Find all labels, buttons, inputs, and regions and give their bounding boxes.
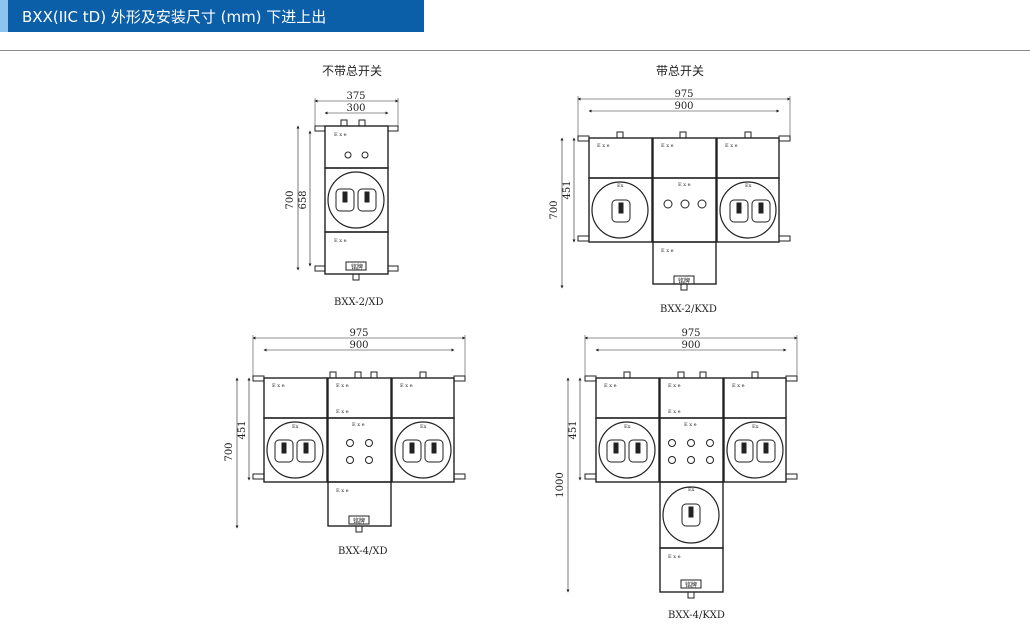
d4-height-inner: 451 [568, 420, 579, 439]
d1-nameplate: 铭牌 [351, 263, 363, 271]
d2-width-inner: 900 [674, 101, 693, 112]
d4-ex-round-switch: Ex [688, 487, 695, 493]
d2-ex-bottom: E x e [661, 248, 674, 254]
d1-ex-top: E x e [334, 132, 347, 138]
d4-ex-top-left: E x e [604, 383, 617, 389]
d2-ex-top-right: E x e [725, 143, 738, 149]
drawing-bxx-4-kxd [566, 335, 798, 599]
d3-ex-round-left: Ex [292, 424, 299, 430]
model-bxx-4-kxd: BXX-4/KXD [668, 610, 725, 621]
d2-ex-round-right: Ex [745, 183, 752, 189]
d4-ex-center: E x e [684, 422, 697, 428]
d1-height-outer: 700 [285, 190, 296, 209]
d4-ex-round-left: Ex [624, 424, 631, 430]
d2-height-outer: 700 [549, 200, 560, 219]
d2-nameplate: 铭牌 [678, 277, 690, 285]
caption-with-switch: 带总开关 [656, 64, 705, 78]
model-bxx-4-xd: BXX-4/XD [338, 546, 388, 557]
caption-without-switch: 不带总开关 [322, 64, 383, 78]
d4-width-inner: 900 [681, 340, 700, 351]
d4-ex-top-right: E x e [732, 383, 745, 389]
d3-ex-center: E x e [352, 422, 365, 428]
d2-height-inner: 451 [562, 180, 573, 199]
d4-ex-top-middle-lower: E x e [668, 409, 681, 415]
d4-width-outer: 975 [681, 328, 700, 339]
d1-width-inner: 300 [346, 103, 365, 114]
d3-nameplate: 铭牌 [353, 517, 365, 525]
header-divider [0, 50, 1030, 51]
d3-ex-top-left: E x e [272, 383, 285, 389]
model-bxx-2-xd: BXX-2/XD [334, 297, 384, 308]
d2-ex-center: E x e [678, 182, 691, 188]
d3-ex-top-middle-lower: E x e [336, 409, 349, 415]
drawing-bxx-2-kxd [560, 96, 791, 291]
d4-ex-top-middle: E x e [668, 383, 681, 389]
d2-ex-round-left: Ex [617, 183, 624, 189]
d1-width-outer: 375 [346, 91, 365, 102]
d2-ex-top-middle: E x e [661, 143, 674, 149]
d4-height-outer: 1000 [555, 472, 566, 497]
d3-ex-top-right: E x e [400, 383, 413, 389]
drawing-bxx-4-xd [235, 335, 466, 533]
header-accent [0, 0, 8, 32]
d3-ex-top-middle: E x e [336, 383, 349, 389]
d2-ex-top-left: E x e [597, 143, 610, 149]
d1-height-inner: 658 [298, 190, 309, 209]
d3-height-inner: 451 [237, 420, 248, 439]
d3-ex-bottom: E x e [336, 488, 349, 494]
drawing-bxx-2-xd [296, 98, 399, 281]
d4-ex-bottom: E x e [668, 554, 681, 560]
d3-ex-round-right: Ex [420, 424, 427, 430]
page-header: BXX(IIC tD) 外形及安装尺寸 (mm) 下进上出 [0, 0, 424, 32]
model-bxx-2-kxd: BXX-2/KXD [660, 304, 717, 315]
d2-width-outer: 975 [674, 89, 693, 100]
d4-nameplate: 铭牌 [685, 581, 697, 589]
d4-ex-round-right: Ex [752, 424, 759, 430]
page-title: BXX(IIC tD) 外形及安装尺寸 (mm) 下进上出 [22, 8, 327, 26]
d1-ex-bottom: E x e [334, 238, 347, 244]
d3-width-inner: 900 [349, 340, 368, 351]
d3-width-outer: 975 [349, 328, 368, 339]
d3-height-outer: 700 [224, 442, 235, 461]
